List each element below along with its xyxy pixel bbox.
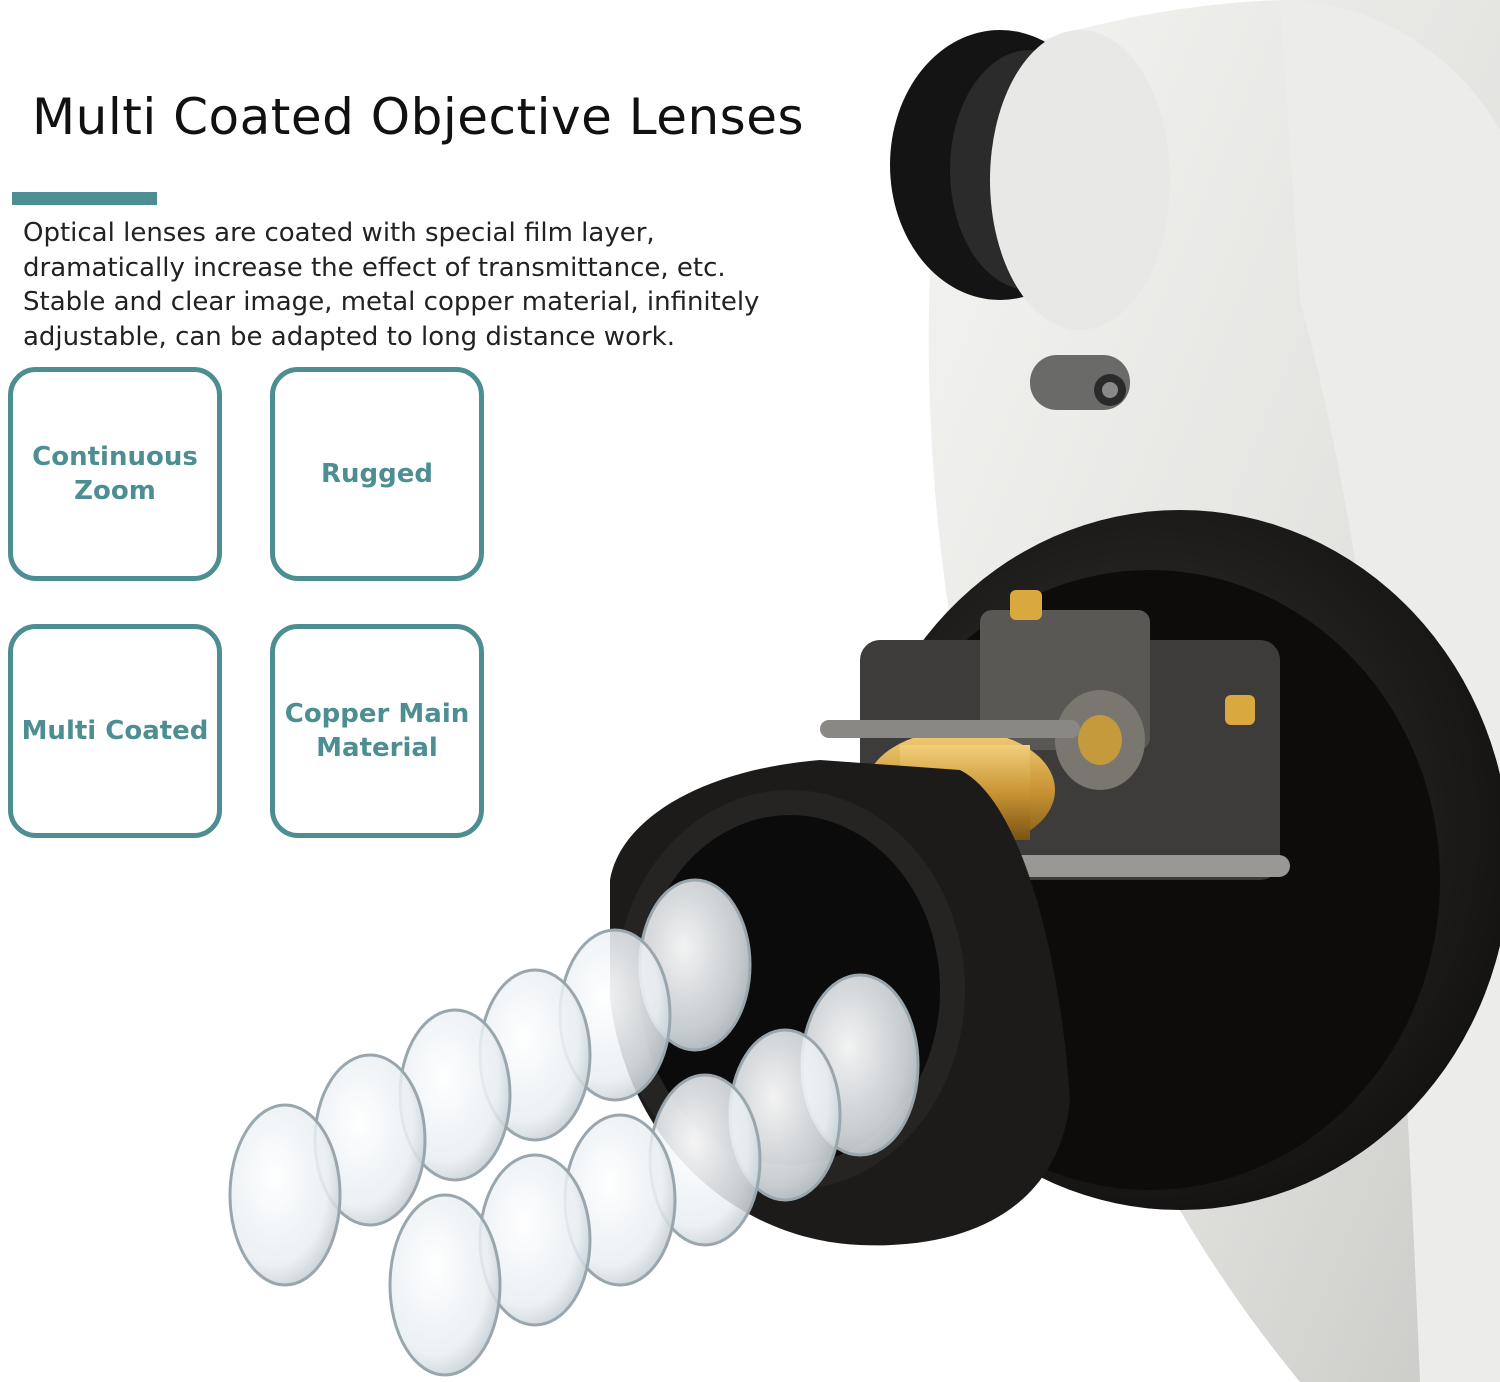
feature-label-line: Continuous: [32, 442, 198, 472]
description-line: dramatically increase the effect of tran…: [23, 252, 726, 283]
feature-label-line: Material: [316, 733, 438, 763]
description-line: Stable and clear image, metal copper mat…: [23, 287, 760, 317]
feature-card-rugged: Rugged: [270, 367, 484, 581]
accent-bar: [12, 192, 157, 205]
description-line: Optical lenses are coated with special f…: [23, 218, 655, 248]
feature-label: Rugged: [321, 459, 433, 489]
feature-label-line: Copper Main: [284, 699, 470, 729]
feature-label: Multi Coated: [21, 716, 209, 746]
feature-label-line: Zoom: [74, 476, 156, 506]
page-title: Multi Coated Objective Lenses: [32, 88, 805, 146]
description: Optical lenses are coated with special f…: [23, 216, 783, 354]
feature-card-multi-coated: Multi Coated: [8, 624, 222, 838]
description-line: adjustable, can be adapted to long dista…: [23, 321, 675, 352]
